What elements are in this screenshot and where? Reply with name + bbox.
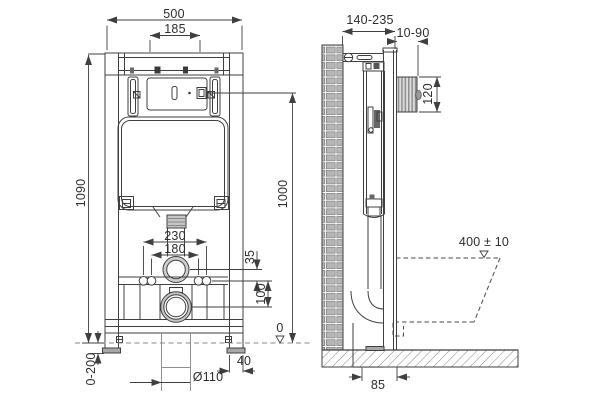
dim-fixing-inner: 180 [164, 241, 186, 256]
dim-foot-width: 40 [236, 353, 252, 368]
dim-frame-width: 500 [163, 6, 185, 21]
dim-leg-adjustment: 0-200 [83, 352, 98, 386]
dim-bowl-height: 400 ± 10 [458, 234, 510, 249]
front-view-cistern [117, 76, 229, 257]
dim-outlet-offset: 100 [253, 283, 268, 305]
datum-level-icon [275, 335, 285, 344]
dim-fixing-outer: 230 [164, 228, 186, 243]
side-view-floor [321, 349, 519, 368]
dim-frame-height: 1090 [73, 178, 88, 208]
dim-actuation-height: 1000 [275, 179, 290, 209]
dim-floor-datum: 0 [276, 320, 284, 335]
front-view-connections [118, 256, 228, 391]
dim-outlet-wall-distance: 85 [370, 377, 386, 392]
dim-plate-opening: 120 [420, 83, 435, 105]
datum-level-icon [479, 250, 489, 259]
side-view-dimensions [342, 28, 489, 381]
dim-installation-depth: 140-235 [346, 12, 394, 27]
front-view-dimensions [75, 16, 310, 386]
side-view-plate-box [396, 76, 422, 113]
dim-outlet-diameter: Ø110 [192, 369, 224, 384]
side-view-wall [321, 44, 344, 351]
side-view-wc-bowl-outline [392, 257, 501, 337]
dim-flush-offset: 35 [242, 249, 257, 265]
dim-front-clearance: 10-90 [396, 25, 430, 40]
dim-plate-width: 185 [164, 21, 186, 36]
side-view-cistern [350, 61, 385, 368]
